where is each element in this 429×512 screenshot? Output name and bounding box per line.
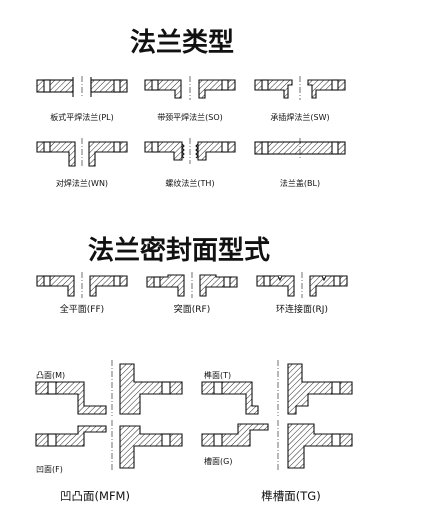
bl-flange-drawing <box>254 138 346 160</box>
th-flange-label: 螺纹法兰(TH) <box>165 179 215 188</box>
tg-label: 榫槽面(TG) <box>261 489 321 503</box>
t-face-label: 榫面(T) <box>204 371 232 380</box>
rj-face-label: 环连接面(RJ) <box>276 305 328 315</box>
f-face-label: 凹面(F) <box>36 465 63 474</box>
sw-flange-label: 承插焊法兰(SW) <box>270 113 330 122</box>
mfm-label: 凹凸面(MFM) <box>60 489 130 503</box>
mfm-upper-drawing <box>35 360 183 416</box>
ff-face-label: 全平面(FF) <box>59 305 105 315</box>
tg-upper-drawing <box>201 360 353 416</box>
g-face-label: 槽面(G) <box>204 457 233 466</box>
rf-face-drawing <box>146 272 238 298</box>
bl-flange-label: 法兰盖(BL) <box>279 179 321 188</box>
sealing-faces-title: 法兰密封面型式 <box>88 236 271 266</box>
m-face-label: 凸面(M) <box>36 371 66 380</box>
pl-flange-label: 板式平焊法兰(PL) <box>50 113 114 122</box>
flange-types-title: 法兰类型 <box>130 28 235 58</box>
so-flange-label: 带颈平焊法兰(SO) <box>157 113 223 122</box>
tg-lower-drawing <box>201 420 353 470</box>
wn-flange-label: 对焊法兰(WN) <box>55 179 109 188</box>
ff-face-drawing <box>36 272 128 298</box>
th-flange-drawing <box>144 138 236 164</box>
wn-flange-drawing <box>36 138 128 168</box>
sw-flange-drawing <box>254 76 346 100</box>
so-flange-drawing <box>144 76 236 100</box>
rj-face-drawing <box>256 272 348 298</box>
pl-flange-drawing <box>36 76 128 98</box>
mfm-lower-drawing <box>35 420 183 470</box>
rf-face-label: 突面(RF) <box>173 305 211 315</box>
